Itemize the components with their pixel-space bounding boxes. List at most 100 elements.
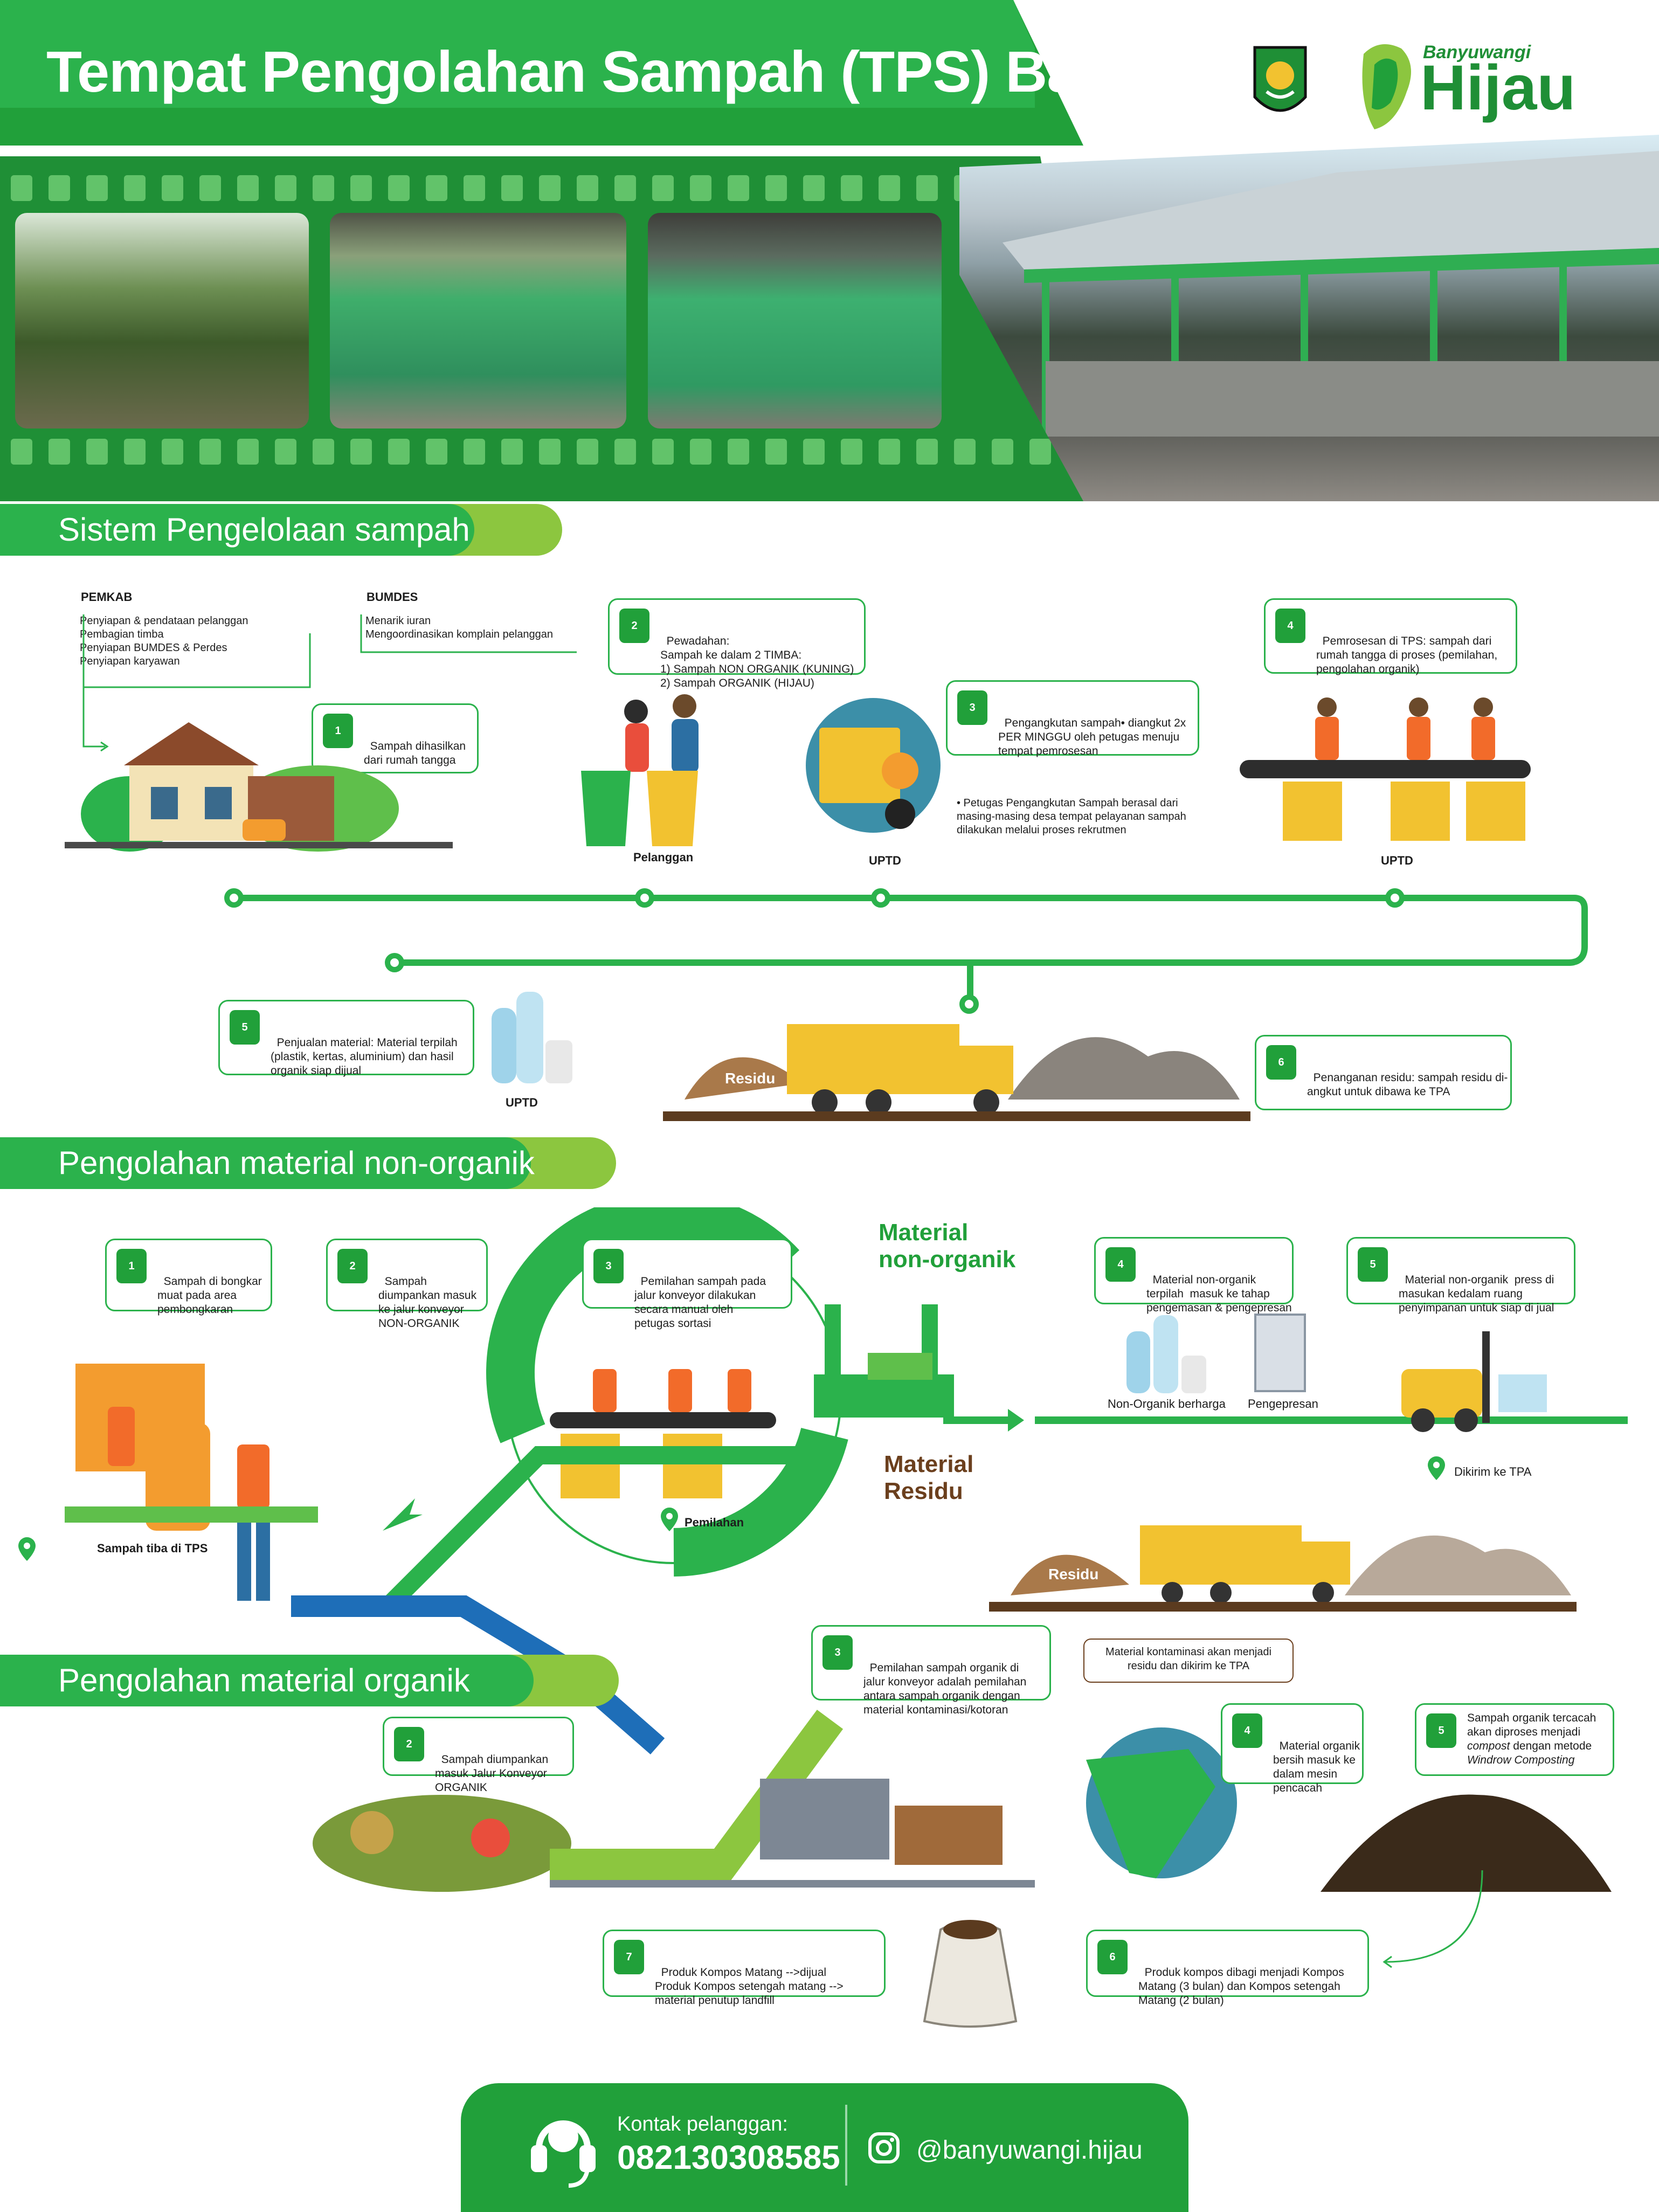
sistem-step-3-callout: 3 Pengangkutan sampah• diangkut 2x PER M… [946,680,1199,757]
nonorganik-step-5-callout: 5 Material non-organik press di masukan … [1346,1237,1575,1314]
collector-truck-illustration [806,698,941,833]
label-uptd-sales: UPTD [506,1096,538,1109]
nonorganik-step-3-callout: 3 Pemilahan sampah pada jalur konveyor d… [582,1239,792,1330]
step-number: 4 [1275,609,1305,643]
organik-step-5-callout: 5 Sampah organik tercacah akan diproses … [1415,1703,1614,1776]
film-perforation-top [11,175,976,201]
arrow-up-icon [383,1498,423,1531]
unloading-workers-illustration [65,1364,318,1601]
headset-icon [531,2120,596,2188]
step-number: 4 [1232,1713,1262,1748]
step-number: 2 [619,609,649,643]
label-dikirim-tpa: Dikirim ke TPA [1454,1465,1532,1478]
logo-text-banyuwangi: Banyuwangi [1423,42,1531,63]
sistem-step-5-callout: 5 Penjualan material: Material terpilah … [218,1000,474,1077]
step-number: 5 [1358,1247,1388,1282]
label-sampah-tiba: Sampah tiba di TPS [97,1542,208,1555]
pressed-bale-illustration [1254,1314,1306,1392]
residu-truck-scene-2 [989,1525,1577,1612]
sistem-step-3-note: • Petugas Pengangkutan Sampah berasal da… [957,797,1186,836]
bumdes-bracket [360,614,577,653]
instagram-handle[interactable]: @banyuwangi.hijau [916,2136,1143,2165]
flow-node-1 [224,888,244,908]
compost-sack-illustration [923,1920,1018,2028]
organic-conveyor-scene [313,1710,1035,1892]
arrow-left-connector [1382,1870,1483,1968]
contact-phone[interactable]: 082130308585 [617,2139,840,2176]
sorting-cycle-emblem [486,1207,848,1577]
bumdes-list: Menarik iuran Mengoordinasikan komplain … [365,615,554,640]
conveyor-belts [291,1444,819,1755]
step5-text-windrow: Windrow Composting [1467,1754,1575,1766]
photo-green-wall [648,213,942,428]
sistem-step-2-callout: 2 Pewadahan: Sampah ke dalam 2 TIMBA: 1)… [608,598,866,689]
step-number: 2 [394,1727,424,1761]
step-number: 5 [1426,1713,1456,1748]
bottles-illustration [492,992,572,1083]
step5-text-compost: compost [1467,1740,1510,1752]
step-number: 6 [1097,1940,1128,1974]
nonorganik-step-1-callout: 1 Sampah di bongkar muat pada area pembo… [105,1239,272,1316]
step-number: 2 [337,1249,368,1283]
material-residu-title: Material Residu [884,1451,974,1504]
banyuwangi-seal-logo [1253,46,1307,112]
organik-step-6-callout: 6 Produk kompos dibagi menjadi Kompos Ma… [1086,1930,1369,2007]
instagram-icon [868,2132,900,2163]
pemkab-title: PEMKAB [81,590,133,604]
section-pill-nonorganik: Pengolahan material non-organik [0,1137,616,1189]
sorting-workers-illustration [1240,697,1531,841]
flow-node-3 [871,888,890,908]
organik-step-3-callout: 3 Pemilahan sampah organik di jalur konv… [811,1625,1051,1716]
residu-truck-scene [663,1024,1250,1121]
label-residu-2: Residu [1048,1566,1099,1582]
material-nonorganik-title: Material non-organik [879,1219,1016,1273]
flow-node-6 [959,994,979,1014]
step-number: 5 [230,1010,260,1045]
step-number: 6 [1266,1045,1296,1080]
label-nonorganik-berharga: Non-Organik berharga [1108,1397,1226,1411]
building-illustration [1003,151,1659,437]
organik-step-7-callout: 7 Produk Kompos Matang -->dijual Produk … [603,1930,886,2007]
organik-step-4-callout: 4 Material organik bersih masuk ke dalam… [1221,1703,1364,1794]
photo-tps-building [959,135,1659,501]
header-band-light [0,0,1035,108]
label-uptd-transport: UPTD [869,854,901,867]
step-number: 7 [614,1940,644,1974]
photo-site-trees [15,213,309,428]
contact-label: Kontak pelanggan: [617,2113,788,2135]
section-pill-sistem: Sistem Pengelolaan sampah [0,504,562,556]
step5-text-a: Sampah organik tercacah akan diproses me… [1467,1712,1596,1738]
nonorganik-step-4-callout: 4 Material non-organik terpilah masuk ke… [1094,1237,1294,1314]
photo-green-enclosure [330,213,626,428]
pemkab-bracket [82,614,311,752]
kontaminasi-note: Material kontaminasi akan menjadi residu… [1083,1639,1294,1683]
step-number: 3 [593,1249,624,1283]
shredder-machine-illustration [1086,1727,1237,1878]
customers-with-bins-illustration [581,694,699,846]
pemkab-list: Penyiapan & pendataan pelanggan Pembagia… [80,615,248,667]
sistem-step-6-callout: 6 Penanganan residu: sampah residu di- a… [1255,1035,1512,1110]
location-pin-icon [661,1508,678,1531]
film-perforation-bottom [11,439,1051,465]
forklift-illustration [1401,1331,1547,1432]
organik-step-2-callout: 2 Sampah diumpankan masuk Jalur Konveyor… [383,1717,574,1794]
step-number: 1 [116,1249,147,1283]
step-number: 4 [1105,1247,1136,1282]
step-number: 3 [957,690,987,725]
location-pin-icon [18,1537,36,1561]
label-pelanggan: Pelanggan [633,851,694,864]
house-illustration [65,722,453,852]
section-pill-organik: Pengolahan material organik [0,1655,619,1706]
nonorganik-flow-arrow [943,1409,1628,1432]
bumdes-title: BUMDES [367,590,418,604]
flow-node-5 [385,953,404,972]
step-number: 1 [323,714,353,748]
valuable-bottles-illustration [1126,1315,1206,1393]
factory-illustration [814,1304,954,1418]
step5-text-method: dengan metode [1513,1740,1592,1752]
nonorganik-step-2-callout: 2 Sampah diumpankan masuk ke jalur konve… [326,1239,488,1330]
label-uptd-processing: UPTD [1381,854,1413,867]
compost-pile-illustration [1321,1794,1612,1892]
step-number: 3 [822,1635,853,1670]
label-pemilahan: Pemilahan [685,1516,744,1529]
